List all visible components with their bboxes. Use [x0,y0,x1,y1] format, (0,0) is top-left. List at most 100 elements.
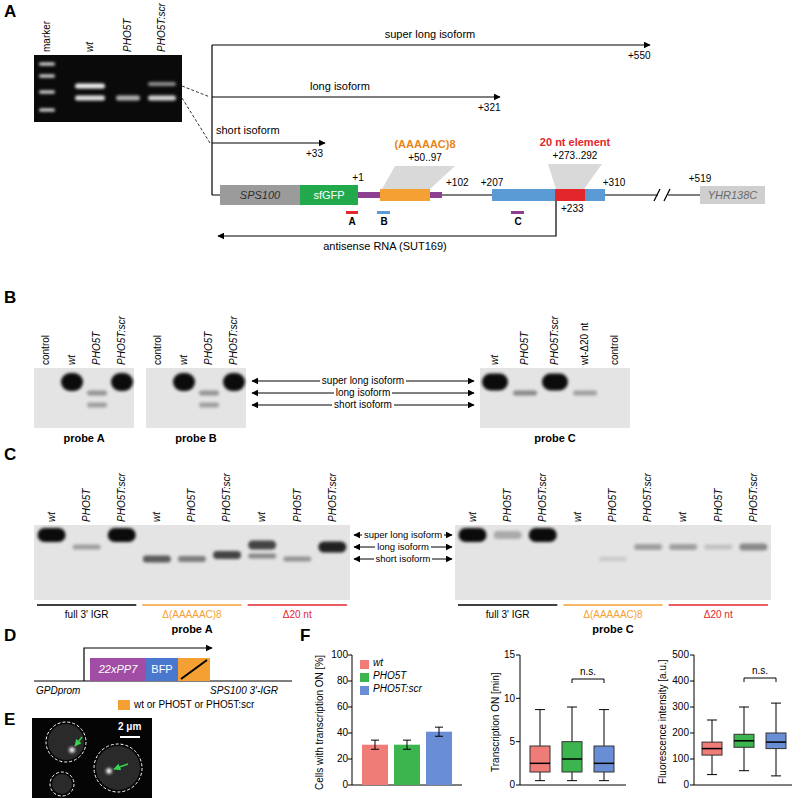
cell-outline [46,722,86,762]
gel-band [248,541,276,550]
box-label: sfGFP [313,189,344,202]
gel-band [148,96,176,101]
axis-tick [516,655,520,656]
igr-slash [181,660,207,679]
bar [362,745,388,785]
lane-label: wt [256,512,268,522]
isoform-label: long isoform [310,80,370,93]
gel-band [75,84,105,89]
coordinate: +50..97 [408,152,442,164]
reporter-box: BFP [146,658,178,681]
axis [694,655,792,785]
axis-tick [516,698,520,699]
error-cap [435,736,443,737]
lane-label: PHO5T [607,489,619,522]
axis [352,655,462,785]
gel-band [739,544,767,551]
isoform-label: super long isoform [320,375,406,387]
gel-band [108,528,136,542]
isoform-label: long isoform [334,387,392,399]
lane-label: PHO5T:scr [156,3,168,52]
legend-swatch [360,673,369,682]
lane-label: PHO5T:scr [748,473,760,522]
cell-glow [48,724,84,760]
gene-box: SPS100 [220,185,300,205]
group-bracket [563,604,662,606]
axis-tick [690,759,694,760]
median [530,763,550,765]
axis-tick [516,785,520,786]
isoform-label: short isoform [332,399,394,411]
axis-title: Cells with transcription ON [%] [314,654,326,789]
axis-tick [690,655,694,656]
gel-image [34,368,134,428]
tick-label: 10 [504,693,515,705]
gel-image [34,525,350,600]
gel-band [573,391,597,396]
panel-letter: E [4,710,15,730]
axis-tick [348,707,352,708]
tick-label: 100 [331,649,348,661]
lane-label: wt [178,355,190,365]
whisker-cap [771,703,781,704]
probe-label: probe A [171,623,212,636]
panel-letter: A [4,2,16,22]
coordinate: +550 [628,50,651,62]
isoform-arrow [212,44,650,45]
box-label: BFP [151,663,172,676]
whisker-cap [535,780,545,781]
lane-label: PHO5T:scr [537,473,549,522]
lane-label: PHO5T:scr [221,473,233,522]
significance-bracket [744,678,776,682]
lane-label: PHO5T [519,332,531,365]
lane-label: marker [41,21,53,52]
gel-image [34,55,182,122]
significance-label: n.s. [580,666,596,678]
box [530,746,550,772]
isoform-label: super long isoform [362,530,444,541]
axis [520,655,626,785]
error-cap [371,749,379,750]
probe-label: probe B [175,432,217,445]
lane-label: PHO5T:scr [642,473,654,522]
probe-label: probe A [63,432,104,445]
lane-label: PHO5T:scr [116,316,128,365]
callout-wedge [382,166,455,189]
box [702,742,722,755]
axis-tick [348,655,352,656]
isoform-arrow [212,142,325,143]
lane-label: PHO5T:scr [327,473,339,522]
axis-tick [348,681,352,682]
start-line [211,45,212,195]
tick-label: 0 [683,779,689,791]
lane-label: wt-Δ20 nt [579,323,591,365]
box-label: YHR138C [708,189,758,202]
axis-tick [690,707,694,708]
axis-tick [690,733,694,734]
gel-image [480,368,630,428]
gel-band [459,528,487,542]
probe-name: B [380,216,387,228]
lane-label: wt [151,512,163,522]
cell-outline [94,744,142,792]
cell-glow [96,746,140,790]
tick-label: 60 [337,701,348,713]
gel-band [318,542,346,553]
tick-label: 500 [672,649,689,661]
group-label: Δ20 nt [704,609,733,621]
dashed-leader [182,98,210,143]
legend-label: PHO5T [373,670,406,682]
coordinate: +1 [352,172,363,184]
gel-band [178,556,206,562]
group-label: Δ(AAAAAC)8 [583,609,642,621]
lane-label: wt [46,512,58,522]
gel-band [87,391,107,396]
gel-band [39,75,55,78]
transcript-label: antisense RNA (SUT169) [323,240,447,253]
coordinate: +33 [306,148,323,160]
axis-tick [348,733,352,734]
tick-label: 400 [672,675,689,687]
gel-band [38,528,66,542]
legend-swatch [118,700,130,710]
break-mark [664,189,670,201]
